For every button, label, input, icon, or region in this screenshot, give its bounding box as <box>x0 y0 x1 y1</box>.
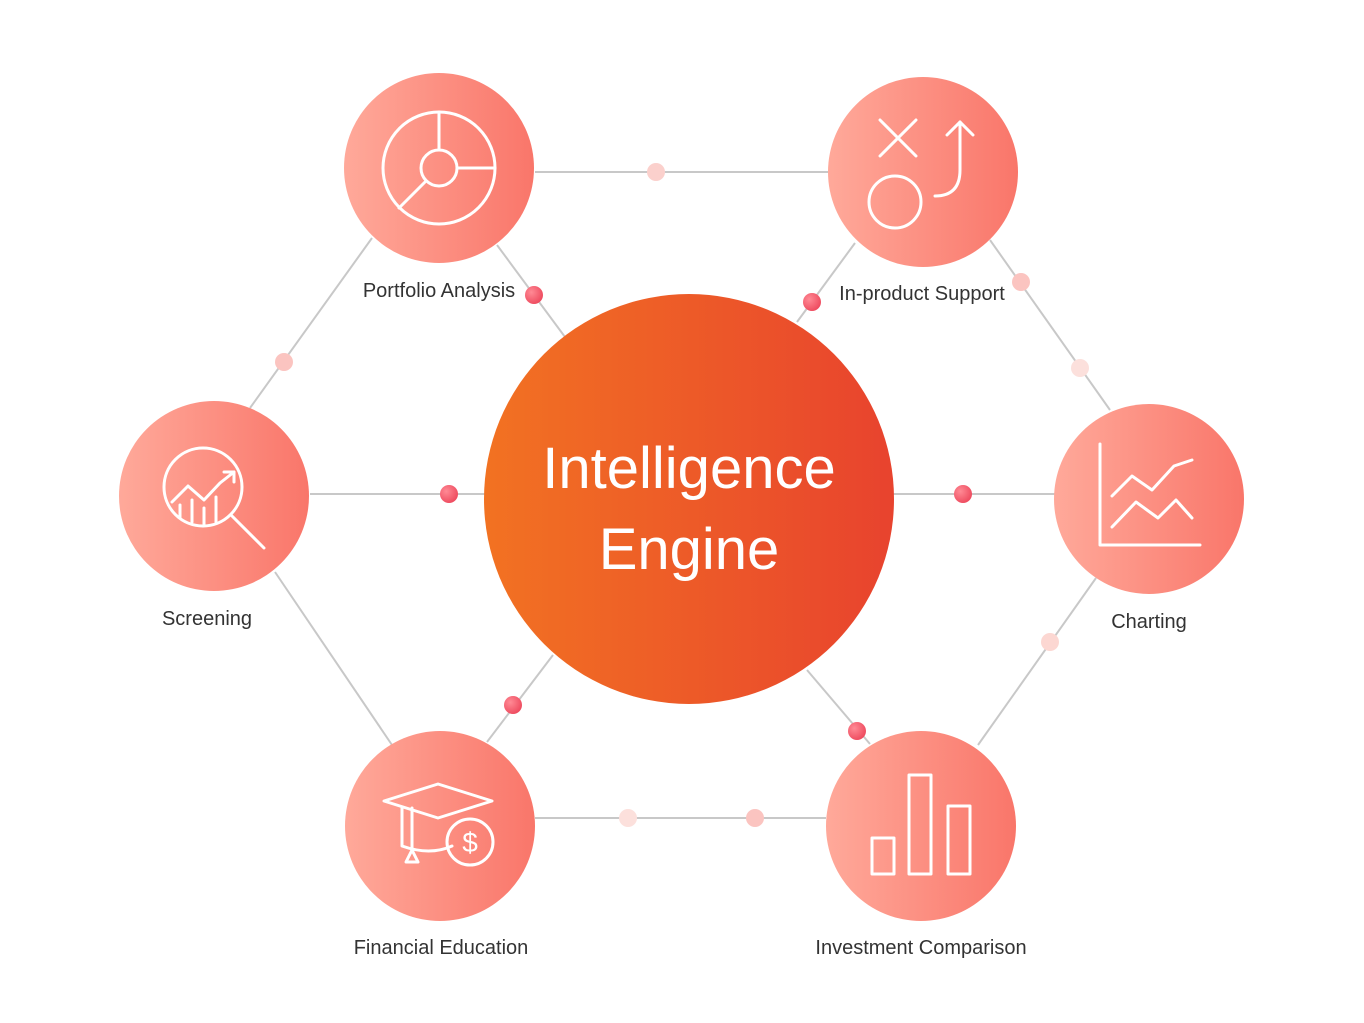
connector-screening-financial <box>274 571 393 746</box>
dot-strong <box>440 485 458 503</box>
node-circle <box>344 73 534 263</box>
dot-strong <box>954 485 972 503</box>
dot-light <box>275 353 293 371</box>
center-title-line2: Engine <box>599 517 780 582</box>
magnifier-trend-icon <box>162 446 266 550</box>
node-label-investment-comparison: Investment Comparison <box>815 937 1026 959</box>
center-node: Intelligence Engine <box>484 294 894 704</box>
connector-dots <box>275 163 1089 827</box>
svg-text:$: $ <box>462 827 478 858</box>
dot-strong <box>803 293 821 311</box>
node-label-portfolio-analysis: Portfolio Analysis <box>363 280 515 302</box>
node-circle <box>1054 404 1244 594</box>
dot-light <box>619 809 637 827</box>
hexagon-connectors <box>249 171 1111 819</box>
dot-strong <box>848 722 866 740</box>
node-circle <box>119 401 309 591</box>
connector-charting-inproduct <box>989 239 1111 411</box>
bar-chart-icon <box>870 773 972 876</box>
center-title-line1: Intelligence <box>542 436 835 501</box>
node-label-in-product-support: In-product Support <box>839 283 1005 305</box>
strategy-icon <box>867 118 975 230</box>
pie-chart-icon <box>381 110 497 226</box>
node-screening: Screening <box>119 401 309 630</box>
node-label-screening: Screening <box>162 608 252 630</box>
dot-light <box>1071 359 1089 377</box>
dot-light <box>746 809 764 827</box>
node-in-product-support: In-product Support <box>828 77 1018 305</box>
line-chart-icon <box>1098 442 1202 547</box>
node-financial-education: $ Financial Education <box>345 731 535 959</box>
dot-strong <box>525 286 543 304</box>
node-investment-comparison: Investment Comparison <box>815 731 1027 959</box>
node-label-financial-education: Financial Education <box>354 937 529 959</box>
dot-light <box>1012 273 1030 291</box>
node-circle <box>345 731 535 921</box>
graduation-cap-dollar-icon: $ <box>382 782 495 867</box>
node-label-charting: Charting <box>1111 611 1187 633</box>
node-portfolio-analysis: Portfolio Analysis <box>344 73 534 302</box>
connector-portfolio-screening <box>249 237 373 409</box>
dot-light <box>647 163 665 181</box>
center-circle <box>484 294 894 704</box>
node-charting: Charting <box>1054 404 1244 633</box>
spoke-financial <box>486 654 554 743</box>
dot-strong <box>504 696 522 714</box>
node-circle <box>826 731 1016 921</box>
node-circle <box>828 77 1018 267</box>
dot-light <box>1041 633 1059 651</box>
connector-investment-charting <box>977 577 1097 746</box>
